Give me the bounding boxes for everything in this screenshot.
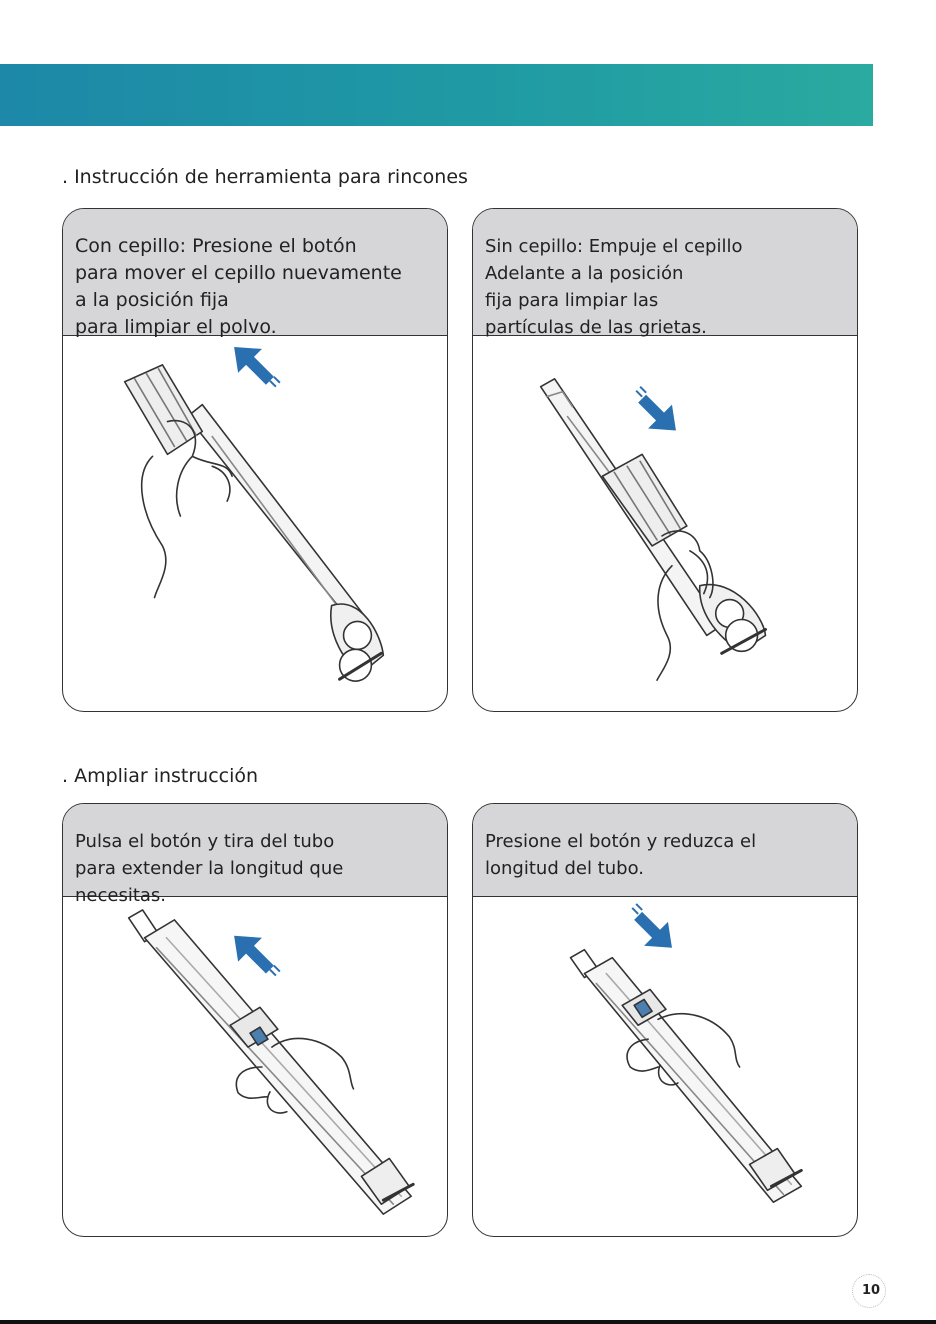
card-shorten-tube: Presione el botón y reduzca el longitud … xyxy=(472,803,858,1237)
card-instruction-text: Pulsa el botón y tira del tubo para exte… xyxy=(75,831,344,906)
extend-tube-illustration xyxy=(63,898,447,1236)
corner-tool-with-brush-illustration xyxy=(63,337,447,711)
card-corner-with-brush: Con cepillo: Presione el botón para move… xyxy=(62,208,448,712)
card-extend-tube: Pulsa el botón y tira del tubo para exte… xyxy=(62,803,448,1237)
card-instruction-text: Presione el botón y reduzca el longitud … xyxy=(485,831,757,879)
card-corner-without-brush: Sin cepillo: Empuje el cepillo Adelante … xyxy=(472,208,858,712)
shorten-tube-illustration xyxy=(473,898,857,1236)
up-left-arrow-icon xyxy=(234,346,281,388)
section-title-corner-tool: . Instrucción de herramienta para rincon… xyxy=(62,166,468,188)
card-header: Con cepillo: Presione el botón para move… xyxy=(63,209,447,338)
down-right-arrow-icon xyxy=(635,386,676,431)
card-header: Sin cepillo: Empuje el cepillo Adelante … xyxy=(473,209,857,338)
card-instruction-text: Sin cepillo: Empuje el cepillo Adelante … xyxy=(485,236,743,338)
card-header: Pulsa el botón y tira del tubo para exte… xyxy=(63,804,447,906)
section-title-extension: . Ampliar instrucción xyxy=(62,765,259,787)
corner-tool-without-brush-illustration xyxy=(473,337,857,711)
header-banner xyxy=(0,64,873,126)
page-number: 10 xyxy=(861,1283,881,1298)
page-number-badge xyxy=(852,1274,886,1308)
card-header: Presione el botón y reduzca el longitud … xyxy=(473,804,857,897)
bottom-rule xyxy=(0,1320,936,1324)
up-left-arrow-icon xyxy=(234,935,281,977)
down-right-arrow-icon xyxy=(631,903,672,948)
card-instruction-text: Con cepillo: Presione el botón para move… xyxy=(75,235,402,338)
